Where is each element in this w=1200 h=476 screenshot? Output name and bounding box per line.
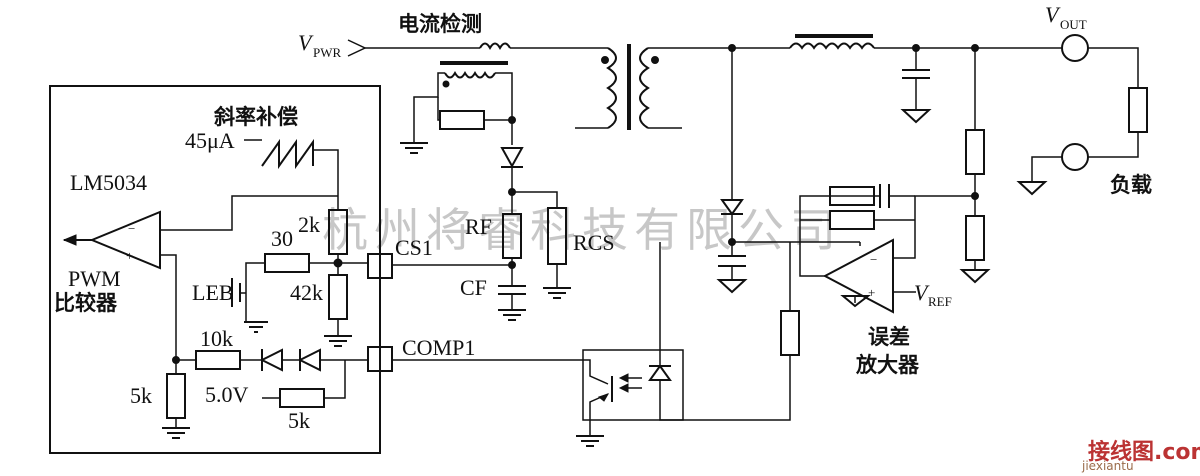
label-rcs: RCS xyxy=(573,230,615,255)
pwm-comparator xyxy=(89,210,161,270)
label-comparator: 比较器 xyxy=(54,291,118,315)
label-10k: 10k xyxy=(200,326,233,351)
divider-upper-resistor xyxy=(965,129,985,175)
site-url: jiexiantu xyxy=(1081,459,1134,473)
resistor-30 xyxy=(264,253,310,273)
opto-bias-resistor xyxy=(780,310,800,356)
pin-cs1 xyxy=(367,253,393,279)
vout-terminal xyxy=(1061,34,1089,62)
label-rf: RF xyxy=(465,214,492,239)
label-45ua: 45μA xyxy=(185,128,235,153)
label-vpwr-sub: PWR xyxy=(313,45,342,60)
divider-lower-resistor xyxy=(965,215,985,261)
load-resistor xyxy=(1128,87,1148,133)
vpwr-input-arrow xyxy=(347,39,367,57)
label-leb: LEB xyxy=(192,280,234,305)
watermark-text: 杭州将睿科技有限公司 xyxy=(322,203,842,257)
pin-comp1 xyxy=(367,346,393,372)
label-vpwr: V xyxy=(298,30,314,55)
site-logo: 接线图.com xyxy=(1088,439,1200,465)
label-load: 负载 xyxy=(1110,173,1152,197)
label-current-sense: 电流检测 xyxy=(398,12,482,36)
label-vout: V xyxy=(1045,2,1061,27)
label-2k: 2k xyxy=(298,212,320,237)
label-cf: CF xyxy=(460,275,487,300)
label-vref-sub: REF xyxy=(928,294,952,309)
label-vref: V xyxy=(914,280,930,305)
opto-led xyxy=(648,364,672,381)
resistor-5k-bias xyxy=(279,388,325,408)
label-ic-part: LM5034 xyxy=(70,170,147,195)
ea-plus: + xyxy=(868,285,875,300)
secondary-diode xyxy=(720,199,744,216)
ic-outline xyxy=(49,85,381,454)
comparator-plus: + xyxy=(126,248,133,263)
resistor-5k-left xyxy=(166,373,186,419)
transformer-primary xyxy=(606,47,617,129)
label-30: 30 xyxy=(271,226,293,251)
resistor-42k xyxy=(328,274,348,320)
comparator-minus: − xyxy=(128,221,135,236)
output-inductor xyxy=(789,42,875,50)
optocoupler xyxy=(582,349,684,421)
label-amplifier: 放大器 xyxy=(855,353,920,377)
label-5k-bias: 5k xyxy=(288,408,310,433)
ea-minus: − xyxy=(870,252,877,267)
label-vout-sub: OUT xyxy=(1060,17,1087,32)
label-slope-comp: 斜率补偿 xyxy=(213,105,298,129)
diode-1 xyxy=(259,348,283,372)
label-pwm: PWM xyxy=(68,266,121,291)
label-5k-left: 5k xyxy=(130,383,152,408)
transformer-secondary xyxy=(639,47,650,129)
resistor-10k xyxy=(195,350,241,370)
label-error: 误差 xyxy=(868,325,910,349)
label-5v: 5.0V xyxy=(205,382,249,407)
diode-2 xyxy=(297,348,321,372)
ct-diode xyxy=(500,147,524,169)
ramp-source xyxy=(261,138,314,170)
error-amplifier xyxy=(822,238,894,314)
return-terminal xyxy=(1061,143,1089,171)
label-comp1: COMP1 xyxy=(402,335,475,360)
label-cs1: CS1 xyxy=(395,235,433,260)
label-42k: 42k xyxy=(290,280,323,305)
ct-burden-resistor xyxy=(439,110,485,130)
